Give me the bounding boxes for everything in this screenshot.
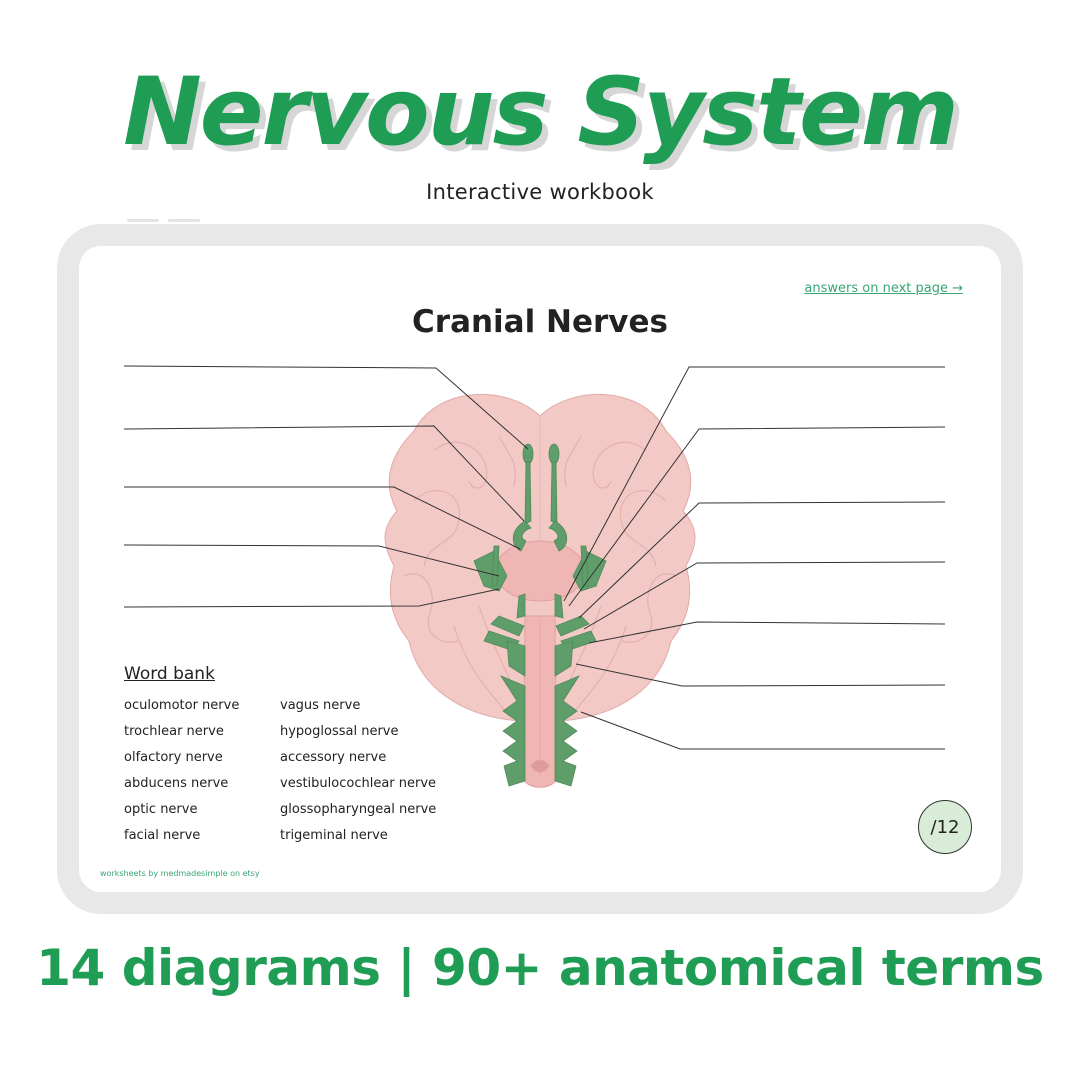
label-line-left-4	[123, 544, 500, 577]
word-bank-item: olfactory nerve	[124, 750, 223, 765]
word-bank-item: hypoglossal nerve	[280, 724, 399, 739]
word-bank-item: trigeminal nerve	[280, 828, 388, 843]
word-bank-column-1: oculomotor nerve trochlear nerve olfacto…	[124, 697, 239, 853]
tablet-volume-button	[127, 219, 159, 222]
label-line-right-2	[568, 426, 946, 607]
score-badge: /12	[918, 800, 972, 854]
word-bank-item: facial nerve	[124, 828, 201, 843]
label-line-right-4	[583, 561, 946, 630]
word-bank-title: Word bank	[124, 664, 215, 684]
label-leader-lines-right	[563, 366, 946, 750]
label-line-left-5	[123, 588, 500, 608]
label-line-left-2	[123, 425, 525, 522]
worksheet-title: Cranial Nerves	[412, 304, 668, 340]
label-leader-lines-left	[123, 365, 529, 608]
word-bank-item: vestibulocochlear nerve	[280, 776, 437, 791]
label-line-right-5	[588, 621, 946, 644]
label-line-right-6	[575, 663, 946, 687]
word-bank-item: oculomotor nerve	[124, 698, 240, 713]
label-line-left-3	[124, 486, 521, 550]
credit-text: worksheets by medmadesimple on etsy	[100, 869, 260, 878]
label-line-right-3	[578, 501, 946, 619]
word-bank-item: accessory nerve	[280, 750, 387, 765]
word-bank-item: abducens nerve	[124, 776, 229, 791]
tablet-volume-button	[168, 219, 200, 222]
word-bank-item: vagus nerve	[280, 698, 361, 713]
label-line-right-1	[563, 366, 945, 602]
tagline: 14 diagrams | 90+ anatomical terms	[36, 939, 1044, 997]
tablet-frame: answers on next page → Cranial Nerves Wo…	[57, 224, 1023, 914]
label-line-left-1	[123, 365, 529, 450]
cranial-nerves-diagram	[123, 365, 946, 788]
word-bank-item: optic nerve	[124, 802, 198, 817]
word-bank-item: glossopharyngeal nerve	[280, 802, 437, 817]
cranial-nerves	[473, 443, 607, 787]
answers-next-page-link[interactable]: answers on next page →	[804, 281, 963, 296]
worksheet-page: answers on next page → Cranial Nerves Wo…	[79, 246, 1001, 892]
hero-title: Nervous System	[123, 58, 959, 167]
label-line-right-7	[580, 711, 945, 750]
hero-subtitle: Interactive workbook	[426, 180, 654, 204]
word-bank-column-2: vagus nerve hypoglossal nerve accessory …	[280, 697, 436, 853]
word-bank-item: trochlear nerve	[124, 724, 224, 739]
